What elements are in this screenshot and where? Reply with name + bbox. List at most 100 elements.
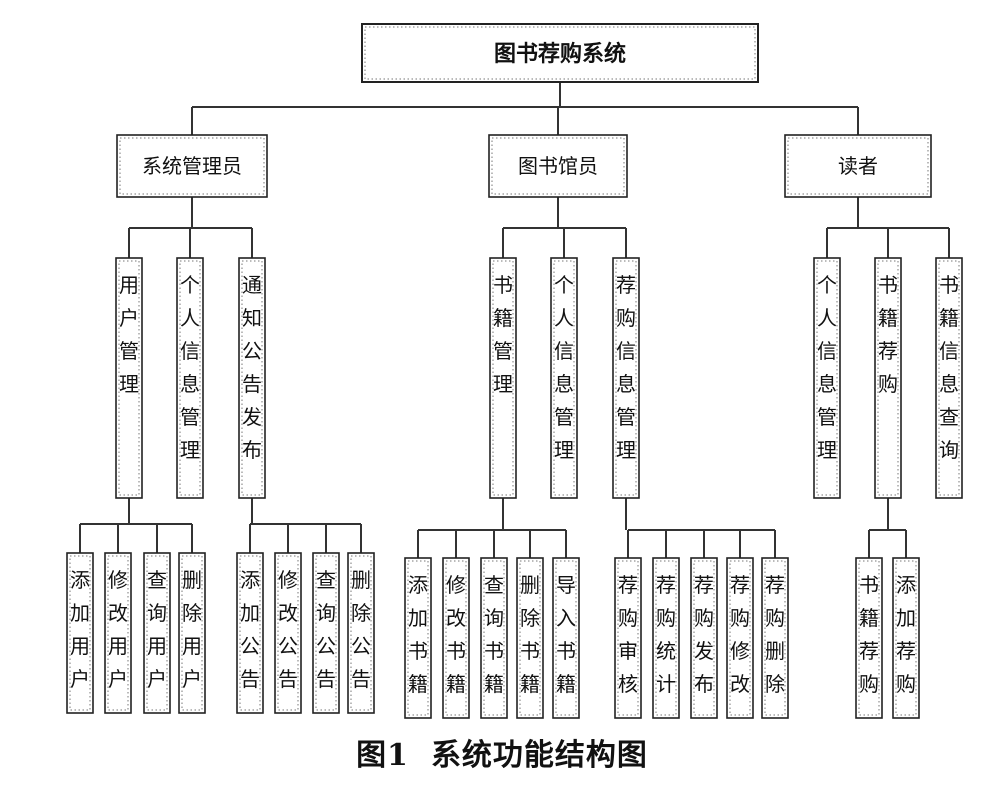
role-node-inner-border: [787, 137, 929, 195]
module-node-border: [115, 257, 143, 499]
module-node-label-char: 管: [817, 405, 837, 429]
function-node-label-char: 添: [240, 568, 260, 592]
function-node-label-char: 核: [618, 672, 638, 696]
function-node-border: [66, 552, 94, 714]
function-node-inner-border: [693, 560, 715, 716]
module-node-label-char: 管: [554, 405, 574, 429]
module-node-label-char: 告: [242, 372, 262, 396]
function-node-label-char: 加: [240, 601, 260, 625]
module-node-inner-border: [241, 260, 263, 496]
function-node-label-char: 添: [408, 573, 428, 597]
function-node-label-char: 告: [278, 667, 298, 691]
function-node-inner-border: [107, 555, 129, 711]
module-node-label-char: 息: [180, 372, 200, 396]
module-node-label-char: 布: [242, 438, 262, 462]
function-node-label-char: 书: [859, 573, 879, 597]
function-node-label-char: 籍: [859, 606, 879, 630]
module-node-label-char: 籍: [939, 306, 959, 330]
function-node-label-char: 荐: [730, 573, 750, 597]
module-node-label-char: 个: [180, 273, 200, 297]
module-node-label-char: 管: [493, 339, 513, 363]
module-node-label-char: 购: [878, 372, 898, 396]
function-node-label-char: 荐: [656, 573, 676, 597]
module-node-label-char: 管: [616, 405, 636, 429]
function-node-label-char: 购: [765, 606, 785, 630]
function-node-label-char: 荐: [896, 639, 916, 663]
function-node-label-char: 告: [351, 667, 371, 691]
module-node-inner-border: [877, 260, 899, 496]
function-node-label-char: 籍: [520, 672, 540, 696]
function-node-inner-border: [445, 560, 467, 716]
function-node-label-char: 购: [694, 606, 714, 630]
module-node-border: [935, 257, 963, 499]
function-node-label-char: 告: [240, 667, 260, 691]
function-node-border: [274, 552, 302, 714]
function-node-label-char: 户: [182, 667, 202, 691]
module-node-label-char: 信: [616, 339, 636, 363]
function-node-label-char: 布: [694, 672, 714, 696]
role-node-inner-border: [119, 137, 265, 195]
function-node-label-char: 查: [316, 568, 336, 592]
module-node-inner-border: [179, 260, 201, 496]
module-node-label-char: 信: [554, 339, 574, 363]
function-node-border: [652, 557, 680, 719]
role-node-label: 系统管理员: [142, 154, 242, 178]
module-node-border: [550, 257, 578, 499]
function-node-label-char: 告: [316, 667, 336, 691]
root-node-inner-border: [364, 26, 756, 80]
module-node-label-char: 籍: [493, 306, 513, 330]
module-node-label-char: 息: [939, 372, 959, 396]
function-node-label-char: 改: [730, 672, 750, 696]
function-node-border: [614, 557, 642, 719]
function-node-label-char: 书: [408, 639, 428, 663]
function-node-label-char: 导: [556, 573, 576, 597]
function-node-label-char: 购: [896, 672, 916, 696]
module-node-label-char: 息: [554, 372, 574, 396]
function-node-border: [726, 557, 754, 719]
figure-title: 系统功能结构图: [430, 738, 648, 773]
function-node-label-char: 审: [618, 639, 638, 663]
module-node-label-char: 书: [878, 273, 898, 297]
function-node-inner-border: [407, 560, 429, 716]
function-node-inner-border: [69, 555, 91, 711]
module-node-label-char: 理: [817, 438, 837, 462]
module-node-inner-border: [492, 260, 514, 496]
function-node-label-char: 公: [351, 634, 371, 658]
connector-lines: [79, 82, 950, 558]
function-node-label-char: 籍: [556, 672, 576, 696]
module-node-inner-border: [553, 260, 575, 496]
role-node: 读者: [784, 134, 932, 198]
function-node-inner-border: [483, 560, 505, 716]
function-node-label-char: 加: [408, 606, 428, 630]
role-node: 系统管理员: [116, 134, 268, 198]
function-node-border: [690, 557, 718, 719]
function-node-label-char: 除: [765, 672, 785, 696]
function-node-label-char: 删: [765, 639, 785, 663]
module-node-border: [813, 257, 841, 499]
function-node-border: [178, 552, 206, 714]
module-node-label-char: 发: [242, 405, 262, 429]
function-node-label-char: 书: [446, 639, 466, 663]
module-node-border: [489, 257, 517, 499]
function-node-label-char: 用: [70, 634, 90, 658]
function-node-label-char: 公: [278, 634, 298, 658]
module-node-label-char: 书: [493, 273, 513, 297]
module-node-border: [238, 257, 266, 499]
role-node-border: [784, 134, 932, 198]
module-node-inner-border: [816, 260, 838, 496]
function-node-label-char: 购: [859, 672, 879, 696]
module-node-label-char: 购: [616, 306, 636, 330]
function-node-label-char: 购: [618, 606, 638, 630]
